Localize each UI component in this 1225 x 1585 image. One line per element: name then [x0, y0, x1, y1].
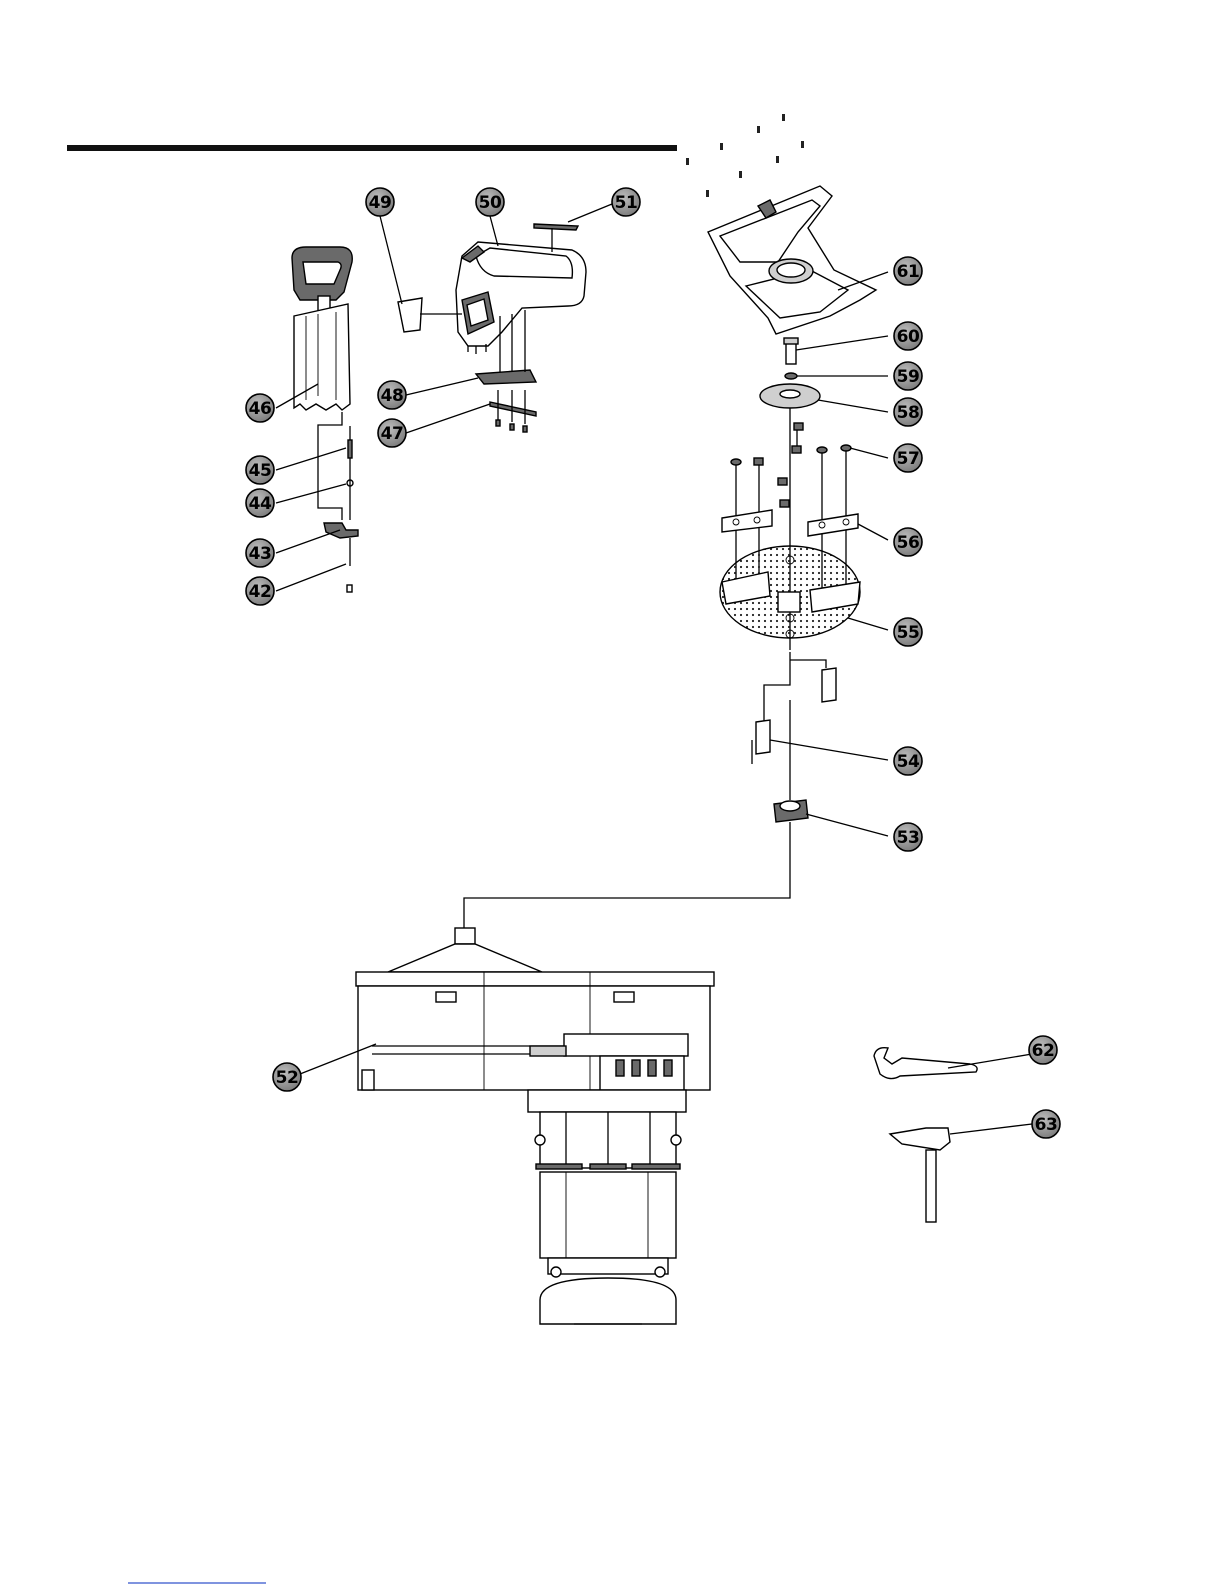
callout-47: 47	[378, 419, 406, 447]
callout-56: 56	[894, 528, 922, 556]
hex-key-tool	[890, 1124, 1032, 1222]
motor-base	[300, 928, 714, 1324]
callout-48: 48	[378, 381, 406, 409]
callout-label: 53	[897, 828, 920, 848]
callout-label: 50	[479, 193, 502, 213]
callout-43: 43	[246, 539, 274, 567]
callout-label: 46	[249, 399, 272, 419]
shaft-stack	[464, 336, 888, 928]
callout-label: 44	[249, 494, 272, 514]
callout-63: 63	[1032, 1110, 1060, 1138]
callout-54: 54	[894, 747, 922, 775]
callout-58: 58	[894, 398, 922, 426]
tray-assembly	[686, 114, 888, 334]
callout-label: 51	[615, 193, 638, 213]
wrench-tool	[874, 1048, 1032, 1079]
callout-61: 61	[894, 257, 922, 285]
header-rule	[67, 145, 677, 151]
callout-label: 63	[1035, 1115, 1058, 1135]
callout-label: 42	[249, 582, 272, 602]
callout-51: 51	[612, 188, 640, 216]
callout-60: 60	[894, 322, 922, 350]
callout-50: 50	[476, 188, 504, 216]
callout-42: 42	[246, 577, 274, 605]
callout-46: 46	[246, 394, 274, 422]
callout-label: 55	[897, 623, 920, 643]
callout-label: 62	[1032, 1041, 1055, 1061]
callout-label: 52	[276, 1068, 299, 1088]
callout-45: 45	[246, 456, 274, 484]
callout-49: 49	[366, 188, 394, 216]
callout-label: 56	[897, 533, 920, 553]
callout-label: 43	[249, 544, 272, 564]
callout-label: 49	[369, 193, 392, 213]
callout-label: 54	[897, 752, 920, 772]
callout-label: 58	[897, 403, 920, 423]
callout-label: 47	[381, 424, 404, 444]
callout-55: 55	[894, 618, 922, 646]
callout-label: 59	[897, 367, 920, 387]
callout-label: 45	[249, 461, 272, 481]
callout-label: 48	[381, 386, 404, 406]
callout-62: 62	[1029, 1036, 1057, 1064]
callout-44: 44	[246, 489, 274, 517]
callout-53: 53	[894, 823, 922, 851]
callout-label: 57	[897, 449, 920, 469]
callout-52: 52	[273, 1063, 301, 1091]
callout-57: 57	[894, 444, 922, 472]
callout-59: 59	[894, 362, 922, 390]
handle-assembly	[292, 247, 358, 592]
callout-label: 61	[897, 262, 920, 282]
callout-label: 60	[897, 327, 920, 347]
hopper-assembly	[398, 224, 586, 432]
